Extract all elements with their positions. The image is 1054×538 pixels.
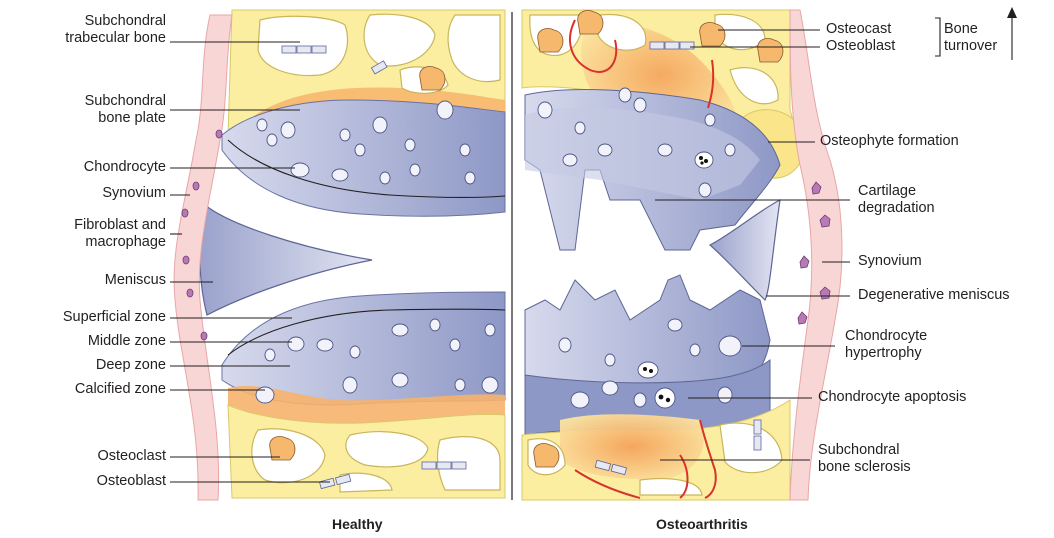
label-osteoclast: Osteoclast [98,448,167,465]
label-oa-synovium: Synovium [858,253,922,270]
label-subchondral-bone-sclerosis: Subchondral bone sclerosis [818,442,911,476]
healthy-panel [174,10,505,500]
oa-lower-sclerosis [560,414,704,479]
label-fibroblast-macrophage: Fibroblast and macrophage [74,217,166,251]
label-bone-turnover: Bone turnover [944,21,997,55]
caption-osteoarthritis: Osteoarthritis [656,516,748,532]
label-cartilage-degradation: Cartilage degradation [858,183,935,217]
healthy-upper-cartilage [222,100,505,216]
label-subchondral-bone-plate: Subchondral bone plate [85,93,166,127]
label-degenerative-meniscus: Degenerative meniscus [858,287,1010,304]
label-osteoblast: Osteoblast [97,473,166,490]
label-calcified-zone: Calcified zone [75,381,166,398]
label-superficial-zone: Superficial zone [63,309,166,326]
label-synovium: Synovium [102,185,166,202]
oa-synovium [790,10,842,500]
oa-panel [522,10,842,500]
label-meniscus: Meniscus [105,272,166,289]
caption-healthy: Healthy [332,516,383,532]
label-chondrocyte-hypertrophy: Chondrocyte hypertrophy [845,328,927,362]
label-middle-zone: Middle zone [88,333,166,350]
label-chondrocyte-apoptosis: Chondrocyte apoptosis [818,389,966,406]
label-osteophyte-formation: Osteophyte formation [820,133,959,150]
label-chondrocyte: Chondrocyte [84,159,166,176]
label-subchondral-trabecular-bone: Subchondral trabecular bone [65,13,166,47]
label-oa-osteoblast: Osteoblast [826,38,895,55]
label-osteocast: Osteocast [826,21,891,38]
label-deep-zone: Deep zone [96,357,166,374]
